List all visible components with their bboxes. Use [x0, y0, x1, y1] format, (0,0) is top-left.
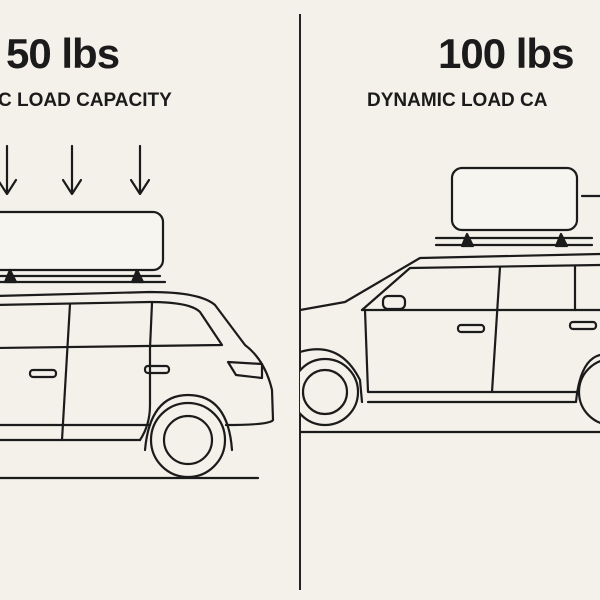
- panel-divider: [299, 14, 301, 590]
- wagon-car-icon: [300, 252, 600, 434]
- static-load-illustration: [0, 144, 275, 480]
- roof-box-icon: [434, 166, 594, 248]
- roof-box-icon: [0, 210, 167, 284]
- dynamic-load-panel: 100 lbs DYNAMIC LOAD CA: [300, 0, 600, 600]
- static-weight-value: 50 lbs: [6, 30, 120, 77]
- static-load-panel: 50 lbs C LOAD CAPACITY: [0, 30, 275, 480]
- dynamic-load-illustration: [300, 166, 600, 434]
- dynamic-weight-value: 100 lbs: [438, 30, 574, 77]
- hatchback-car-icon: [0, 290, 275, 480]
- down-arrow-icon: [61, 144, 83, 196]
- down-arrow-icon: [129, 144, 151, 196]
- down-arrow-icon: [0, 144, 18, 196]
- static-load-label: C LOAD CAPACITY: [0, 90, 172, 111]
- dynamic-load-label: DYNAMIC LOAD CA: [367, 90, 548, 111]
